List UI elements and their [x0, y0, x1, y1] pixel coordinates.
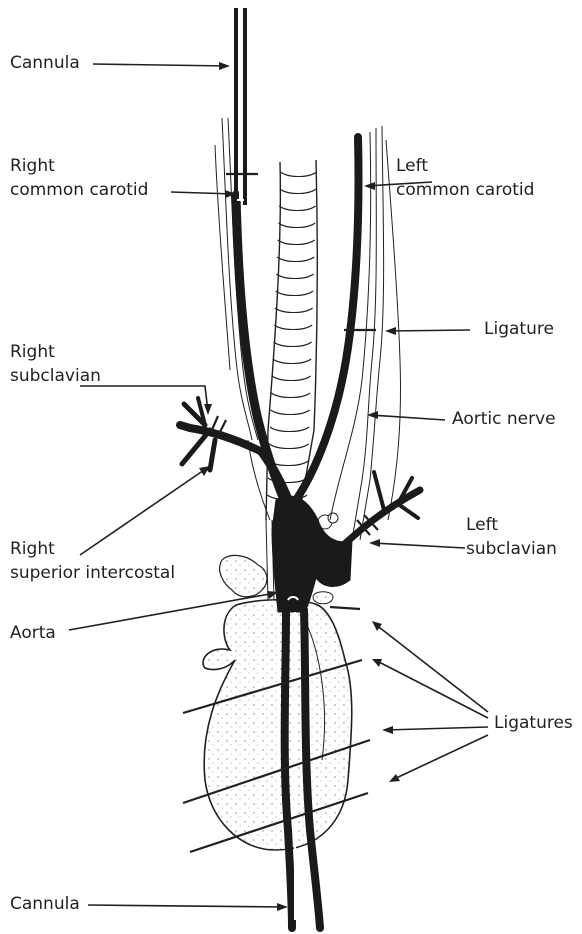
tracheal-ring [276, 274, 313, 279]
tracheal-ring [278, 223, 315, 228]
tracheal-ring [280, 189, 316, 194]
tracheal-ring [276, 291, 314, 296]
label-aorta: Aorta [10, 623, 56, 644]
tracheal-ring [271, 410, 310, 415]
label-right-subclavian-line1: Right [10, 342, 55, 363]
label-left-common-carotid-line2: common carotid [396, 180, 534, 201]
label-right-common-carotid-line2: common carotid [10, 180, 148, 201]
label-right-subclavian-line2: subclavian [10, 366, 101, 387]
tracheal-ring [281, 172, 317, 177]
tracheal-ring [279, 206, 316, 211]
label-ligatures: Ligatures [494, 713, 573, 734]
tracheal-ring [274, 325, 312, 330]
label-cannula-top: Cannula [10, 53, 80, 74]
label-left-subclavian-line1: Left [466, 515, 498, 536]
label-ligature: Ligature [484, 319, 554, 340]
label-left-subclavian-line2: subclavian [466, 539, 557, 560]
label-right-common-carotid-line1: Right [10, 156, 55, 177]
tracheal-ring [273, 359, 311, 364]
label-cannula-bottom: Cannula [10, 894, 80, 915]
tracheal-ring [271, 393, 310, 398]
label-right-superior-intercostal-line2: superior intercostal [10, 563, 175, 584]
tracheal-ring [277, 257, 314, 262]
tracheal-ring [275, 308, 313, 313]
tracheal-ring [278, 240, 315, 245]
label-left-common-carotid-line1: Left [396, 156, 428, 177]
tracheal-ring [272, 376, 311, 381]
label-aortic-nerve: Aortic nerve [452, 409, 556, 430]
tracheal-ring [274, 342, 312, 347]
tracheal-ring [270, 427, 309, 432]
tracheal-ring [269, 444, 308, 449]
heart [203, 600, 352, 850]
label-right-superior-intercostal-line1: Right [10, 539, 55, 560]
cannula-top [236, 8, 245, 205]
